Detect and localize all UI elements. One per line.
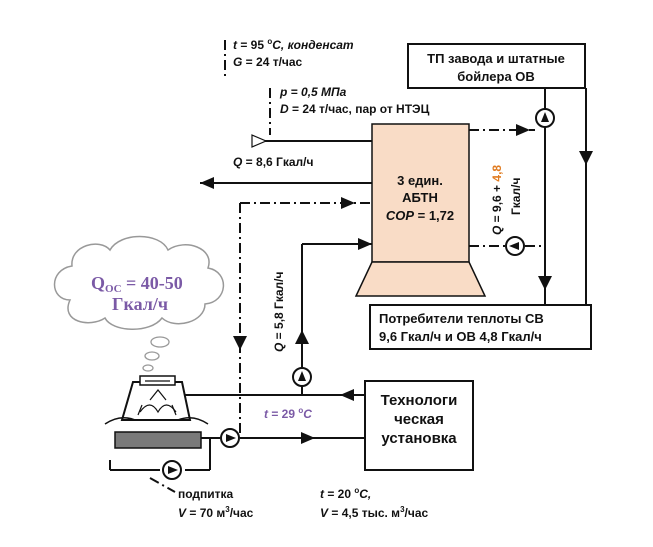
pump-tower — [220, 428, 240, 448]
condensate-temp-label: t = 95 оC, конденсат — [233, 37, 354, 52]
steam-pressure-label: p = 0,5 МПа — [279, 85, 347, 99]
abth-heat-unit: Гкал/ч — [509, 178, 523, 215]
abth-box — [371, 123, 470, 263]
makeup-flow-label: V = 70 м3/час — [178, 505, 254, 520]
tech-line2: ческая — [394, 411, 444, 428]
cloud-unit: Гкал/ч — [112, 294, 168, 314]
consumers-box — [369, 304, 592, 350]
tp-box — [407, 43, 586, 89]
pump-makeup — [162, 460, 182, 480]
abth-line2: АБТН — [402, 190, 438, 205]
t20-label: t = 20 оC, — [320, 486, 371, 501]
tech-line3: установка — [381, 430, 457, 447]
abth-cop: COP = 1,72 — [386, 208, 454, 223]
loop-heat-label: Q = 5,8 Гкал/ч — [272, 272, 286, 352]
tech-line1: Технологи — [381, 392, 458, 409]
tp-box-line2: бойлера ОВ — [457, 69, 535, 84]
abth-line1: 3 един. — [397, 173, 443, 188]
cooling-tower-icon — [104, 375, 209, 449]
consumers-line2: 9,6 Гкал/ч и ОВ 4,8 Гкал/ч — [379, 329, 542, 344]
flow-arrows — [200, 124, 593, 444]
tech-box — [364, 380, 474, 471]
steam-heat-label: Q = 8,6 Гкал/ч — [233, 155, 313, 169]
makeup-label: подпитка — [178, 487, 234, 501]
heat-cloud — [53, 235, 225, 372]
steam-flow-label: D = 24 т/час, пар от НТЭЦ — [280, 102, 430, 116]
steam-inlet-arrow — [251, 134, 268, 148]
condensate-flow-label: G = 24 т/час — [233, 55, 303, 69]
abth-base — [354, 261, 487, 297]
pump-tp — [535, 108, 555, 128]
tp-box-line1: ТП завода и штатные — [427, 51, 565, 66]
consumers-line1: Потребители теплоты СВ — [379, 311, 544, 326]
t29-label: t = 29 оC — [264, 406, 312, 421]
cloud-q: QOC = 40-50 — [91, 273, 183, 295]
water-flow-label: V = 4,5 тыс. м3/час — [320, 505, 428, 520]
abth-heat-label: Q = 9,6 + 4,8 — [490, 165, 504, 235]
pump-abth — [505, 236, 525, 256]
pump-loop — [292, 367, 312, 387]
pipes-solid — [109, 88, 587, 471]
